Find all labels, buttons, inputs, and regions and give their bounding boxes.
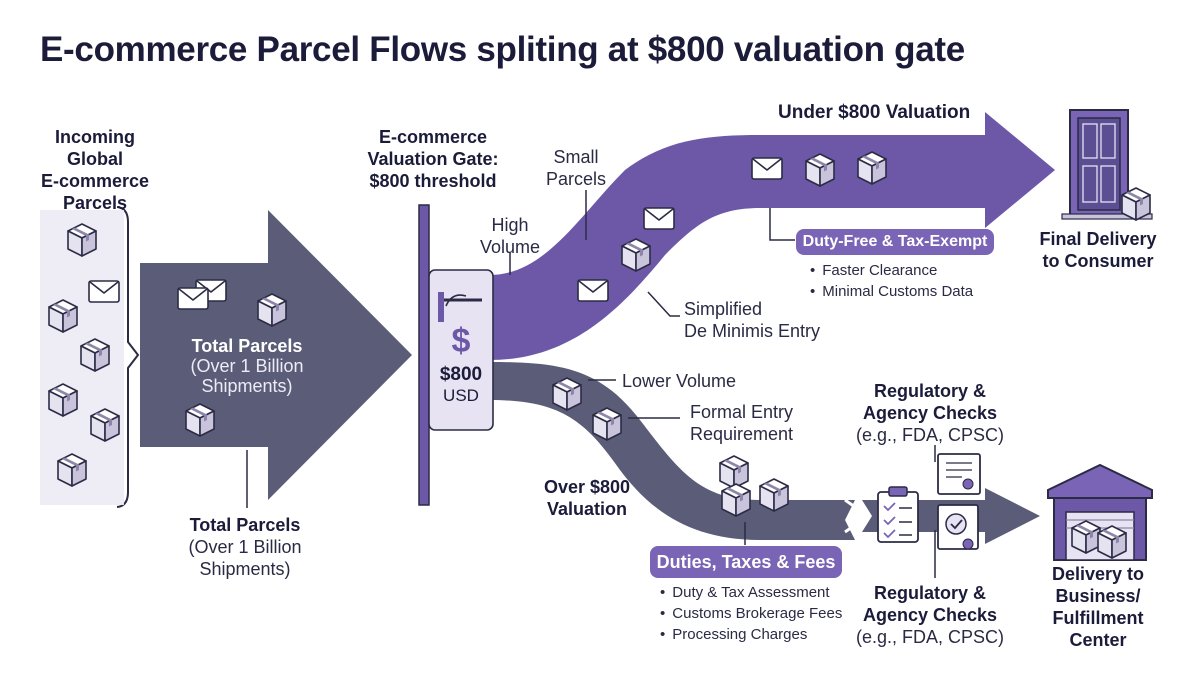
under-800-title: Under $800 Valuation [778,102,971,123]
regulatory-line: Agency Checks [862,403,998,423]
total-parcels-title: Total Parcels [191,336,303,356]
over-800-bullets: Duty & Tax Assessment Customs Brokerage … [660,582,842,645]
clipboard-icon [877,486,919,543]
bullet-item: Faster Clearance [810,260,973,281]
regulatory-line: Regulatory & [873,381,987,401]
gate-barrier-icon [438,292,482,322]
total-parcels-title: Total Parcels [189,515,301,535]
bullet-item: Customs Brokerage Fees [660,603,842,624]
simplified-line: Simplified [684,299,763,319]
bullet-item: Minimal Customs Data [810,281,973,302]
final-delivery-line: Final Delivery [1039,229,1157,249]
regulatory-line: (e.g., FDA, CPSC) [855,627,1005,647]
gate-amount: $800 [439,364,483,385]
bullet-item: Duty & Tax Assessment [660,582,842,603]
small-parcels-line: Parcels [545,169,607,189]
gate-panel [428,269,494,431]
leader-lines [246,190,936,578]
incoming-label: Incoming Global E-commerce Parcels [25,126,165,214]
business-delivery-line: Center [1069,630,1127,650]
final-delivery-label: Final Delivery to Consumer [1030,228,1166,272]
gate-post [418,204,430,506]
regulatory-checks-top: Regulatory & Agency Checks (e.g., FDA, C… [850,380,1010,446]
high-volume-line: High [491,215,529,235]
door-icon [1061,109,1153,221]
duties-fees-badge: Duties, Taxes & Fees [650,546,842,578]
lower-volume-label: Lower Volume [622,371,737,391]
gate-currency: USD [443,386,479,405]
dollar-icon: $ [451,322,471,360]
simplified-entry-label: Simplified De Minimis Entry [684,298,820,342]
gate-label: E-commerce Valuation Gate: $800 threshol… [358,126,508,192]
formal-entry-label: Formal Entry Requirement [690,401,793,445]
incoming-label-line: E-commerce [40,171,150,191]
incoming-label-line: Parcels [62,193,128,213]
warehouse-icon [1047,463,1153,561]
page-title: E-commerce Parcel Flows spliting at $800… [40,30,965,69]
business-delivery-line: Delivery to [1051,564,1145,584]
gate-label-line: E-commerce [378,127,488,147]
total-parcels-below: Total Parcels (Over 1 Billion Shipments) [170,514,320,580]
final-delivery-line: to Consumer [1042,251,1154,271]
total-parcels-sub: (Over 1 Billion [190,356,304,376]
formal-entry-line: Requirement [690,424,794,444]
bullet-item: Processing Charges [660,624,842,645]
duty-free-badge: Duty-Free & Tax-Exempt [796,229,994,255]
total-parcels-sub: (Over 1 Billion [188,537,302,557]
over-800-title: Over $800 Valuation [530,476,644,520]
total-parcels-inside: Total Parcels (Over 1 Billion Shipments) [172,336,322,396]
over-800-line: Valuation [546,499,627,519]
under-800-flow [490,112,1055,360]
certificate-icon [937,453,981,495]
under-800-bullets: Faster Clearance Minimal Customs Data [810,260,973,302]
business-delivery-line: Fulfillment [1052,608,1144,628]
over-800-line: Over $800 [543,477,631,497]
gate-label-line: Valuation Gate: [367,149,499,169]
total-parcels-sub: Shipments) [201,376,293,396]
total-parcels-sub: Shipments) [199,559,291,579]
approved-document-icon [937,504,979,550]
over-800-flow [490,362,855,540]
regulatory-line: (e.g., FDA, CPSC) [855,425,1005,445]
regulatory-checks-bottom: Regulatory & Agency Checks (e.g., FDA, C… [850,582,1010,648]
business-delivery-line: Business/ [1055,586,1141,606]
high-volume-label: High Volume [474,214,546,258]
high-volume-line: Volume [479,237,541,257]
simplified-line: De Minimis Entry [684,321,821,341]
business-delivery-label: Delivery to Business/ Fulfillment Center [1036,563,1160,651]
incoming-label-line: Incoming Global [55,127,135,169]
small-parcels-line: Small [553,147,599,167]
regulatory-line: Agency Checks [862,605,998,625]
regulatory-line: Regulatory & [873,583,987,603]
small-parcels-label: Small Parcels [540,146,612,190]
formal-entry-line: Formal Entry [690,402,794,422]
gate-label-line: $800 threshold [369,171,497,191]
